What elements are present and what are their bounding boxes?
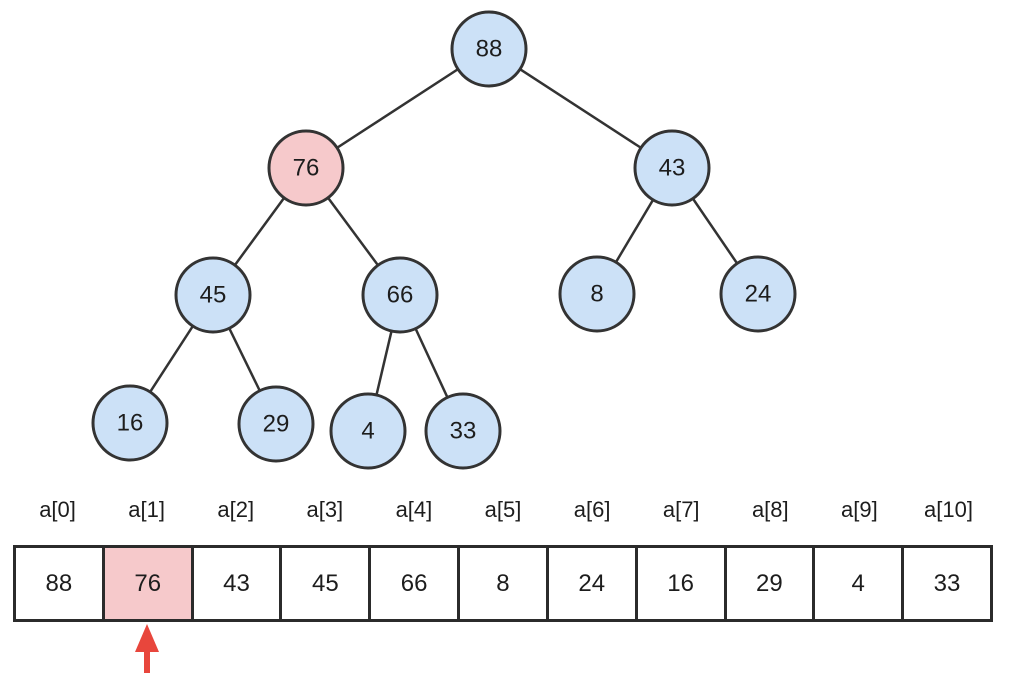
tree-node-circle bbox=[361, 256, 439, 334]
array-cell-9: 4 bbox=[812, 545, 905, 622]
array-cell-5: 8 bbox=[457, 545, 549, 622]
tree-node-value: 76 bbox=[293, 155, 320, 182]
tree-node-8: 8 bbox=[558, 255, 636, 333]
tree-node-circle bbox=[558, 255, 636, 333]
tree-node-43: 43 bbox=[633, 129, 711, 207]
pointer-arrow-icon bbox=[134, 624, 160, 673]
tree-node-33: 33 bbox=[424, 392, 502, 470]
array-cell-7: 16 bbox=[634, 545, 727, 622]
heap-tree: 88 76 43 45 66 8 24 16 29 4 33 bbox=[91, 10, 797, 470]
tree-node-4: 4 bbox=[329, 392, 407, 470]
array-index-label: a[7] bbox=[662, 497, 700, 522]
array-index-label: a[10] bbox=[924, 497, 973, 522]
array-index-label: a[5] bbox=[484, 497, 522, 522]
tree-node-circle bbox=[91, 384, 169, 462]
array-cell-8: 29 bbox=[723, 545, 816, 622]
arrow-head bbox=[134, 624, 159, 652]
tree-node-circle bbox=[633, 129, 711, 207]
tree-node-45: 45 bbox=[174, 256, 252, 334]
tree-node-value: 16 bbox=[117, 410, 144, 437]
array-index-label: a[6] bbox=[573, 497, 611, 522]
arrow-stem bbox=[143, 652, 150, 673]
array-index-label: a[3] bbox=[306, 497, 344, 522]
tree-node-value: 45 bbox=[200, 282, 227, 309]
tree-node-29: 29 bbox=[237, 385, 315, 463]
array-index-label: a[4] bbox=[395, 497, 433, 522]
array-cell-3: 45 bbox=[279, 545, 372, 622]
tree-node-circle bbox=[174, 256, 252, 334]
array-cell-4: 66 bbox=[368, 545, 461, 622]
array-cell-1: 76 bbox=[101, 545, 194, 622]
tree-node-value: 88 bbox=[476, 36, 503, 63]
array-cell-2: 43 bbox=[190, 545, 283, 622]
tree-node-88: 88 bbox=[450, 10, 528, 88]
tree-node-value: 33 bbox=[450, 418, 477, 445]
tree-node-value: 29 bbox=[263, 411, 290, 438]
tree-node-circle bbox=[450, 10, 528, 88]
tree-node-circle bbox=[719, 255, 797, 333]
array-index-labels: a[0] a[1] a[2] a[3] a[4] a[5] a[6] a[7] a[8] a[9]… bbox=[13, 494, 993, 526]
tree-node-circle bbox=[237, 385, 315, 463]
tree-node-16: 16 bbox=[91, 384, 169, 462]
tree-node-circle bbox=[424, 392, 502, 470]
array-cell-10: 33 bbox=[901, 545, 993, 622]
array-index-label: a[2] bbox=[217, 497, 255, 522]
tree-node-value: 4 bbox=[361, 418, 374, 445]
array-index-label: a[1] bbox=[128, 497, 165, 522]
tree-node-value: 43 bbox=[659, 155, 686, 182]
tree-node-value: 66 bbox=[387, 282, 414, 309]
array-index-label: a[9] bbox=[841, 497, 878, 522]
array-cell-6: 24 bbox=[545, 545, 638, 622]
tree-node-24: 24 bbox=[719, 255, 797, 333]
array-index-label: a[0] bbox=[39, 497, 76, 522]
tree-node-circle bbox=[267, 129, 345, 207]
tree-node-66: 66 bbox=[361, 256, 439, 334]
array-index-label: a[8] bbox=[751, 497, 789, 522]
tree-node-value: 8 bbox=[590, 281, 603, 308]
tree-node-value: 24 bbox=[745, 281, 772, 308]
tree-node-circle bbox=[329, 392, 407, 470]
tree-node-76: 76 bbox=[267, 129, 345, 207]
array-cell-0: 88 bbox=[13, 545, 105, 622]
